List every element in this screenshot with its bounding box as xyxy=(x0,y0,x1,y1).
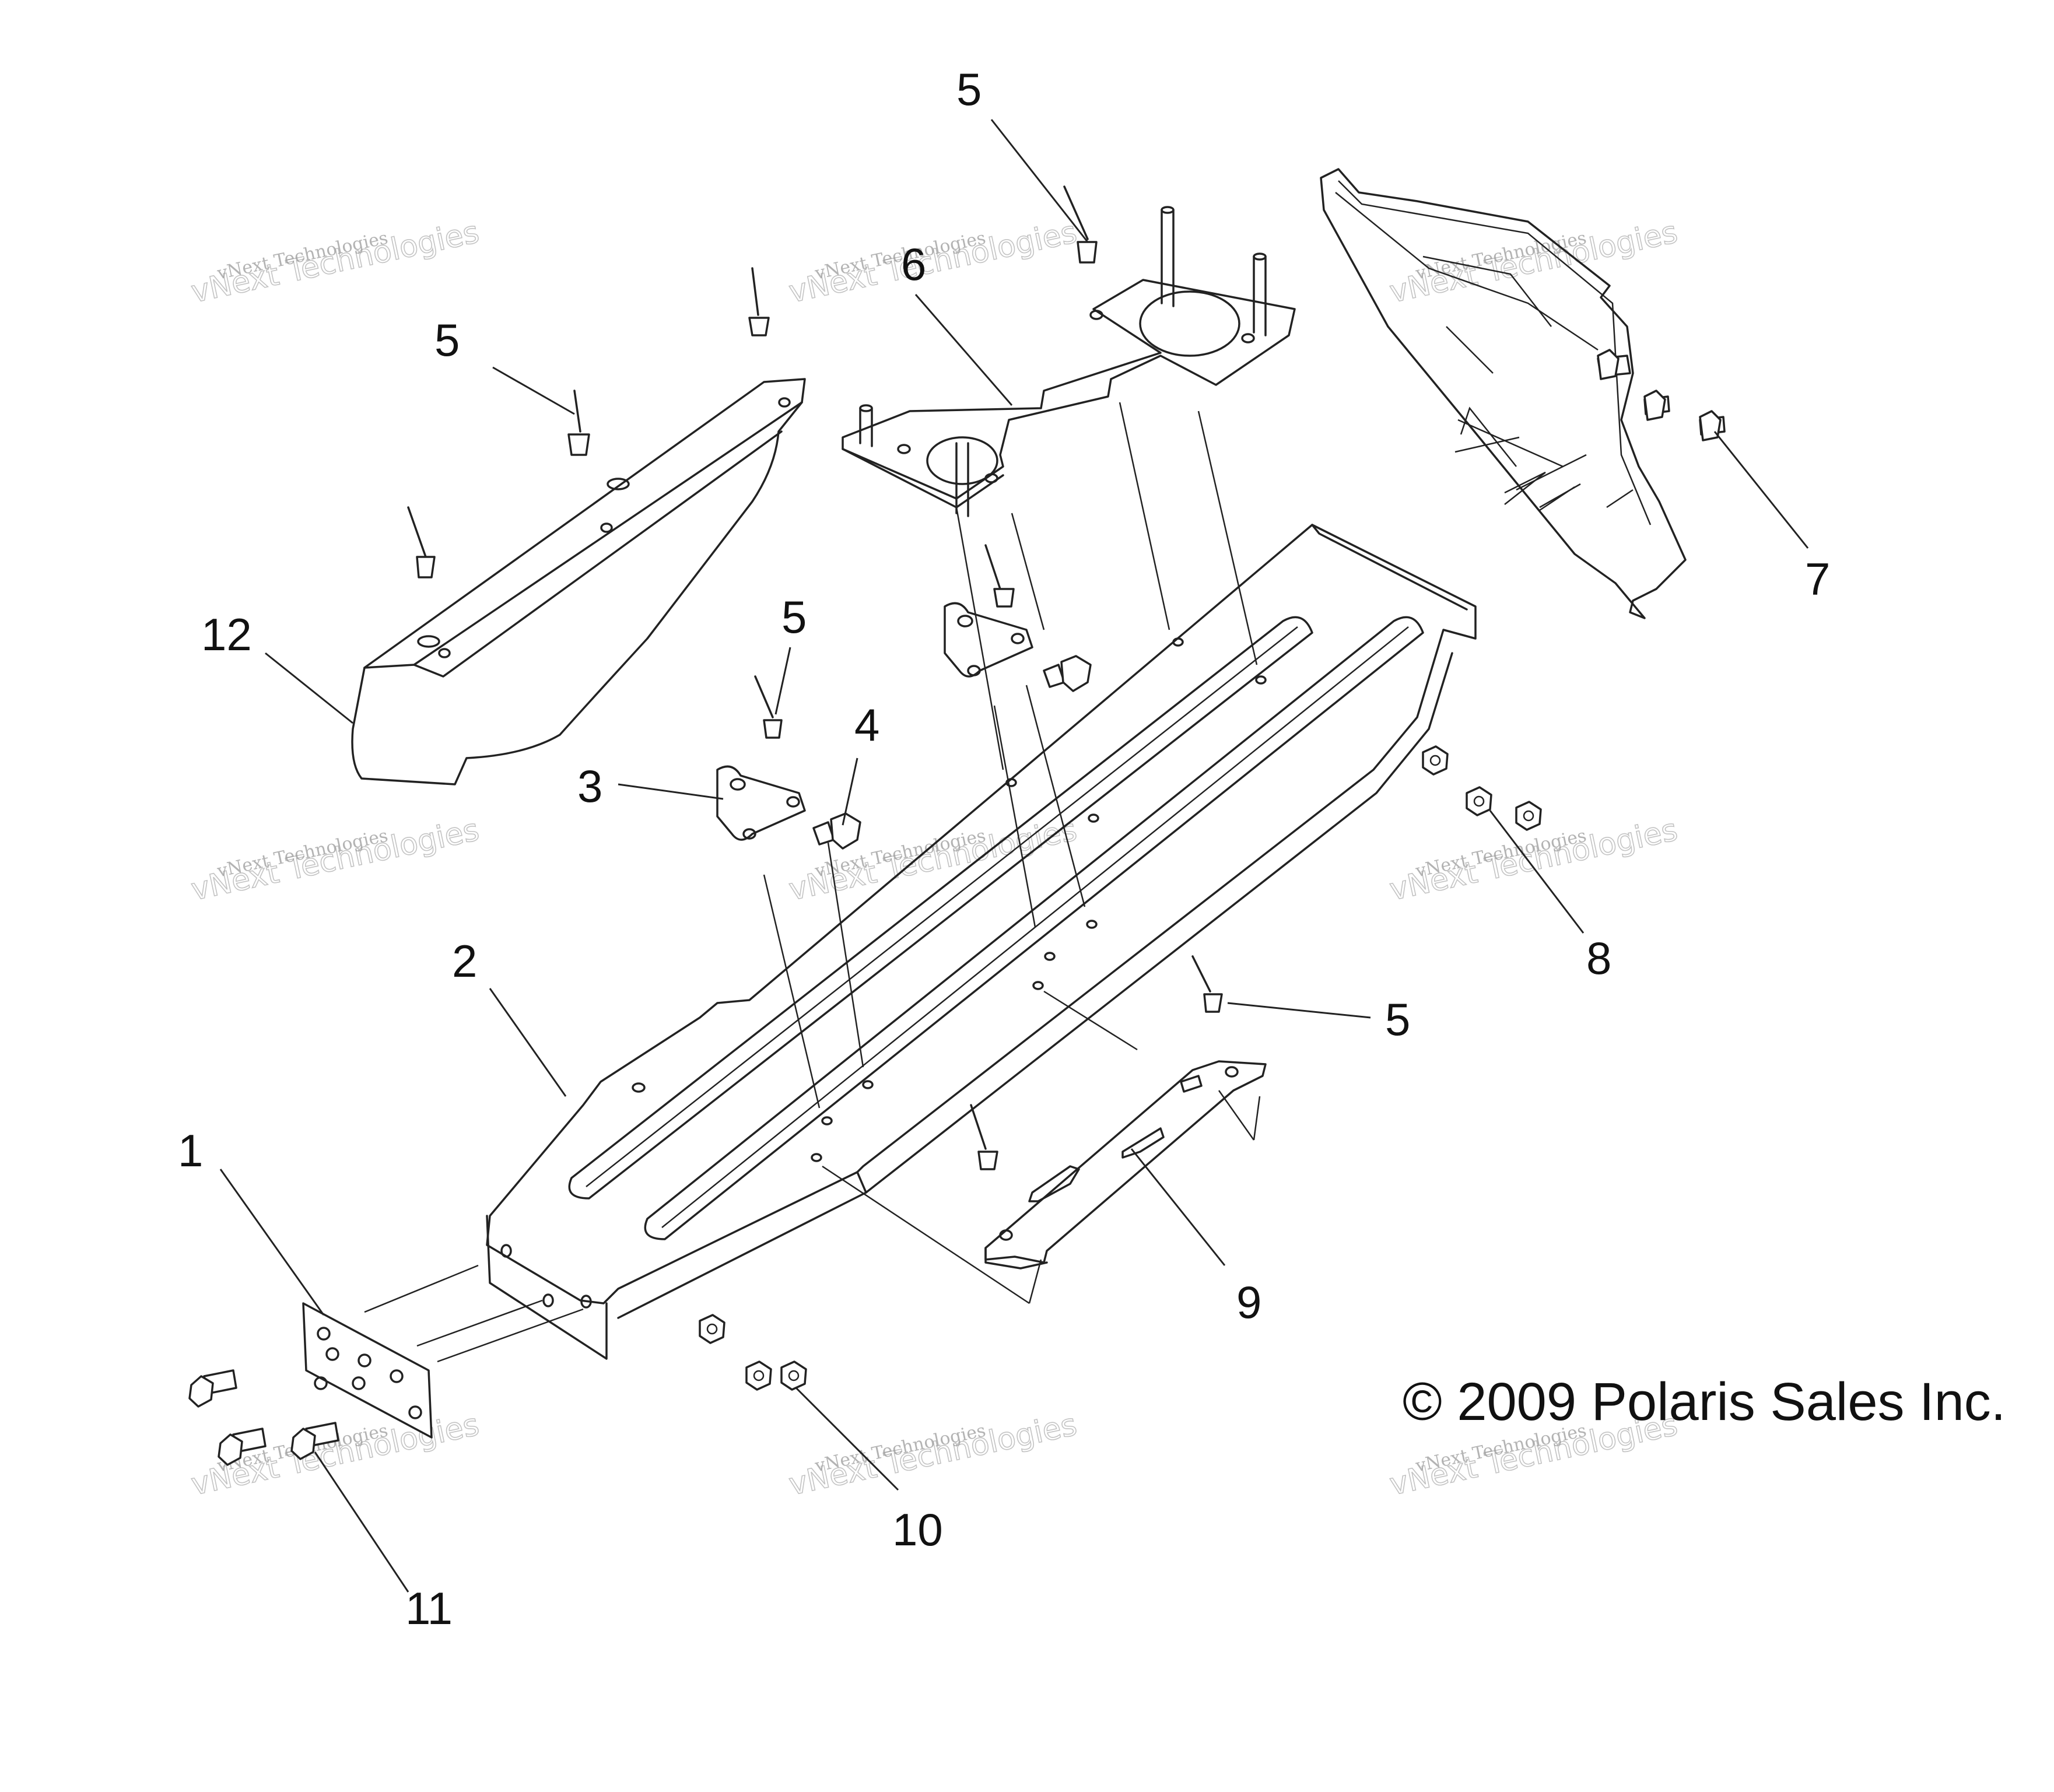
callout-5: 5 xyxy=(1385,994,1410,1045)
callout-2: 2 xyxy=(452,935,477,987)
leader-lines xyxy=(219,119,1809,1593)
footrest-panel xyxy=(486,524,1477,1360)
callout-11: 11 xyxy=(405,1583,453,1634)
watermark: vNext Technologies vNext Technologies xyxy=(1386,214,1681,310)
watermarks: vNext Technologies vNext Technologies vN… xyxy=(188,214,1681,1503)
watermark: vNext Technologies vNext Technologies xyxy=(786,1407,1081,1503)
watermark: vNext Technologies vNext Technologies xyxy=(188,214,483,310)
watermark: vNext Technologies vNext Technologies xyxy=(786,214,1081,310)
callouts: 1 2 3 4 5 5 5 5 6 7 8 9 10 11 12 xyxy=(178,64,1830,1634)
callout-4: 4 xyxy=(854,699,879,751)
isolator-bracket xyxy=(716,602,1033,841)
alignment-lines xyxy=(763,402,1575,1304)
mounting-plate xyxy=(302,1264,584,1439)
heat-shield xyxy=(1320,168,1687,619)
rivets xyxy=(407,185,1223,1170)
callout-7: 7 xyxy=(1805,553,1830,605)
callout-5: 5 xyxy=(434,314,460,366)
callout-6: 6 xyxy=(901,239,926,290)
callout-8: 8 xyxy=(1586,932,1611,984)
callout-5: 5 xyxy=(956,64,982,115)
watermark: vNext Technologies vNext Technologies xyxy=(188,812,483,908)
callout-9: 9 xyxy=(1236,1277,1261,1328)
callout-1: 1 xyxy=(178,1125,203,1176)
cover-panel xyxy=(351,378,806,785)
nuts xyxy=(699,745,1542,1391)
copyright-notice: © 2009 Polaris Sales Inc. xyxy=(1403,1372,2006,1432)
callout-10: 10 xyxy=(892,1504,943,1555)
callout-12: 12 xyxy=(201,609,252,660)
bolts xyxy=(188,349,1726,1466)
callout-3: 3 xyxy=(577,760,602,812)
mount-bracket xyxy=(842,206,1296,517)
support-strap xyxy=(984,1060,1267,1270)
callout-5: 5 xyxy=(781,591,807,643)
